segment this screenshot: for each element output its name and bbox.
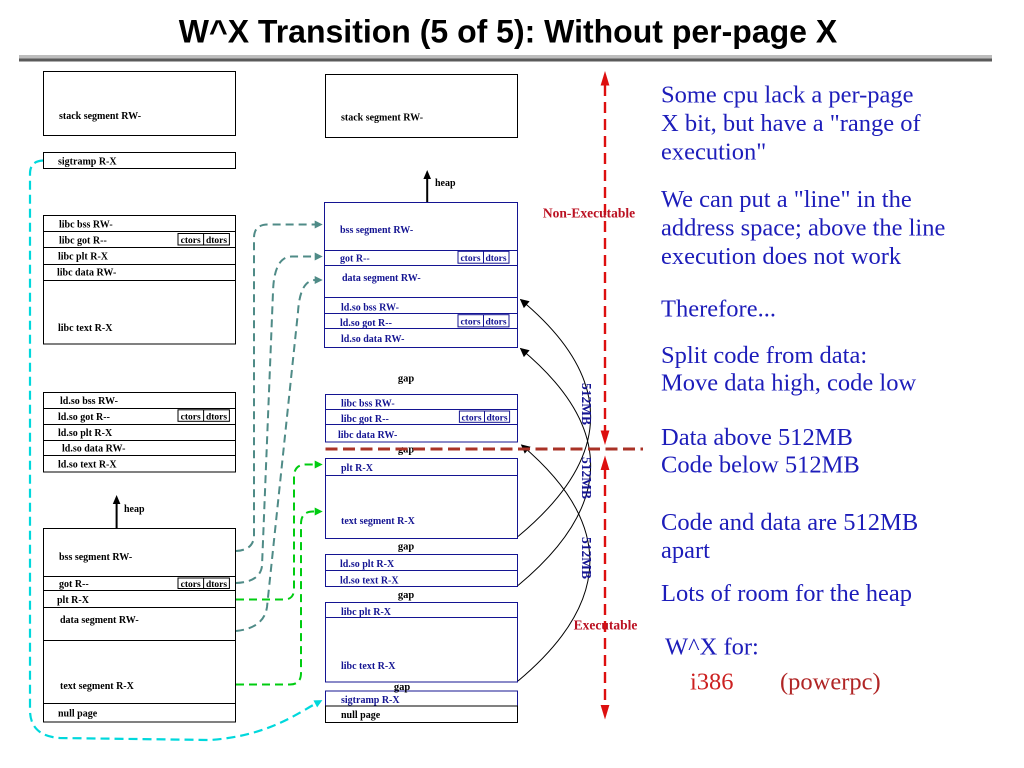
svg-text:ctors: ctors xyxy=(181,236,201,246)
svg-text:libc text R-X: libc text R-X xyxy=(341,661,396,672)
svg-text:text segment R-X: text segment R-X xyxy=(60,681,135,692)
svg-text:stack segment RW-: stack segment RW- xyxy=(341,113,423,124)
svg-text:ld.so got R--: ld.so got R-- xyxy=(58,412,110,423)
svg-text:Executable: Executable xyxy=(574,618,638,633)
svg-text:ctors: ctors xyxy=(181,580,201,590)
svg-text:dtors: dtors xyxy=(485,318,506,328)
svg-text:ld.so data RW-: ld.so data RW- xyxy=(341,334,404,345)
svg-text:512MB: 512MB xyxy=(579,383,594,425)
svg-text:Therefore...: Therefore... xyxy=(661,296,776,323)
svg-text:Code and data are 512MB: Code and data are 512MB xyxy=(661,509,918,536)
svg-text:512MB: 512MB xyxy=(579,537,594,579)
svg-text:ld.so got R--: ld.so got R-- xyxy=(340,318,392,329)
svg-text:data segment RW-: data segment RW- xyxy=(342,273,421,284)
svg-text:libc plt R-X: libc plt R-X xyxy=(58,252,109,263)
svg-text:ld.so bss RW-: ld.so bss RW- xyxy=(60,396,118,407)
svg-text:text segment R-X: text segment R-X xyxy=(341,516,416,527)
svg-text:X bit, but have a "range of: X bit, but have a "range of xyxy=(661,110,922,137)
svg-text:plt R-X: plt R-X xyxy=(341,463,374,474)
svg-text:libc got R--: libc got R-- xyxy=(59,236,107,247)
svg-text:address space; above the line: address space; above the line xyxy=(661,215,945,242)
svg-text:libc text R-X: libc text R-X xyxy=(58,323,113,334)
svg-text:Code below 512MB: Code below 512MB xyxy=(661,452,860,479)
svg-text:ld.so plt R-X: ld.so plt R-X xyxy=(58,428,113,439)
svg-text:libc bss RW-: libc bss RW- xyxy=(59,220,113,231)
svg-text:sigtramp R-X: sigtramp R-X xyxy=(341,695,400,706)
svg-text:W^X Transition (5 of 5): Witho: W^X Transition (5 of 5): Without per-pag… xyxy=(179,14,838,50)
svg-text:libc data RW-: libc data RW- xyxy=(338,430,397,441)
svg-text:Lots of room for the heap: Lots of room for the heap xyxy=(661,580,912,607)
svg-text:libc got R--: libc got R-- xyxy=(341,414,389,425)
svg-text:ld.so text R-X: ld.so text R-X xyxy=(340,576,399,587)
svg-text:gap: gap xyxy=(398,590,415,601)
svg-text:gap: gap xyxy=(398,374,415,385)
svg-text:ctors: ctors xyxy=(181,413,201,423)
svg-text:dtors: dtors xyxy=(206,580,227,590)
svg-text:ld.so bss RW-: ld.so bss RW- xyxy=(341,303,399,314)
svg-text:dtors: dtors xyxy=(206,236,227,246)
svg-text:ctors: ctors xyxy=(460,254,480,264)
svg-text:sigtramp R-X: sigtramp R-X xyxy=(58,157,117,168)
svg-text:got R--: got R-- xyxy=(59,579,89,590)
svg-text:ld.so data RW-: ld.so data RW- xyxy=(62,444,125,455)
svg-text:heap: heap xyxy=(435,178,456,189)
svg-text:libc data RW-: libc data RW- xyxy=(57,268,116,279)
svg-text:512MB: 512MB xyxy=(579,457,594,499)
svg-text:execution": execution" xyxy=(661,139,766,166)
svg-text:bss segment RW-: bss segment RW- xyxy=(340,225,413,236)
svg-text:libc bss RW-: libc bss RW- xyxy=(341,399,395,410)
svg-text:execution does not work: execution does not work xyxy=(661,243,902,270)
svg-text:Move data high, code low: Move data high, code low xyxy=(661,370,916,397)
svg-text:W^X for:: W^X for: xyxy=(665,634,759,661)
svg-text:ctors: ctors xyxy=(460,318,480,328)
svg-text:heap: heap xyxy=(124,504,145,515)
svg-text:null page: null page xyxy=(58,709,98,720)
svg-text:ctors: ctors xyxy=(461,414,481,424)
svg-text:data segment RW-: data segment RW- xyxy=(60,615,139,626)
svg-text:dtors: dtors xyxy=(486,414,507,424)
svg-text:bss segment RW-: bss segment RW- xyxy=(59,552,132,563)
svg-text:Some cpu lack a per-page: Some cpu lack a per-page xyxy=(661,82,914,109)
svg-text:dtors: dtors xyxy=(485,254,506,264)
svg-text:Split code from data:: Split code from data: xyxy=(661,342,867,369)
svg-text:plt R-X: plt R-X xyxy=(57,595,90,606)
svg-text:gap: gap xyxy=(394,682,411,693)
svg-text:null page: null page xyxy=(341,710,381,721)
svg-text:ld.so plt R-X: ld.so plt R-X xyxy=(340,559,395,570)
svg-text:We can put a "line" in the: We can put a "line" in the xyxy=(661,186,912,213)
svg-text:Data above 512MB: Data above 512MB xyxy=(661,424,853,451)
svg-text:libc plt R-X: libc plt R-X xyxy=(341,607,392,618)
svg-text:i386: i386 xyxy=(690,669,734,696)
svg-text:Non-Executable: Non-Executable xyxy=(543,206,635,221)
svg-text:got R--: got R-- xyxy=(340,254,370,265)
svg-text:apart: apart xyxy=(661,537,710,564)
svg-text:dtors: dtors xyxy=(206,413,227,423)
svg-text:(powerpc): (powerpc) xyxy=(780,669,881,696)
svg-text:gap: gap xyxy=(398,542,415,553)
svg-text:ld.so text R-X: ld.so text R-X xyxy=(58,460,117,471)
svg-text:stack segment RW-: stack segment RW- xyxy=(59,111,141,122)
